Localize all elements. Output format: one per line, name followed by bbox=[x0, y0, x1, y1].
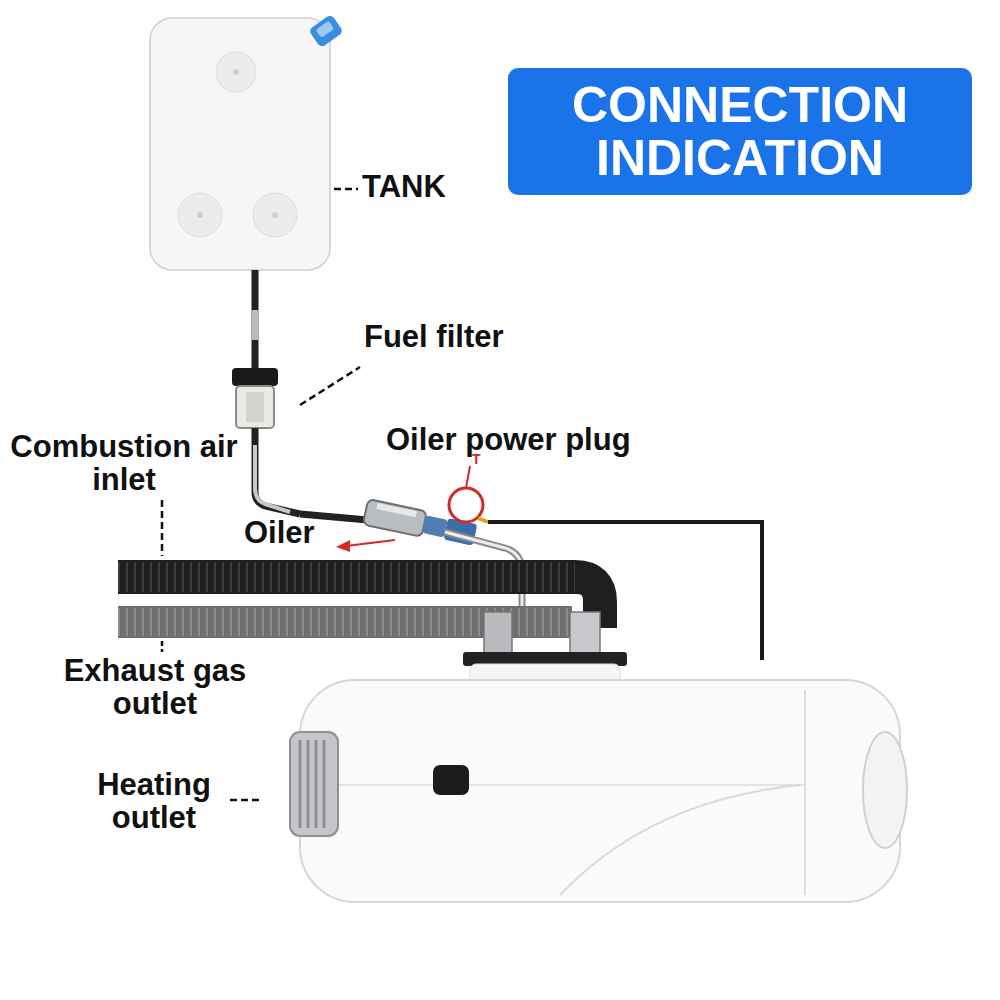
marker-letter: T bbox=[472, 452, 492, 467]
part-label: Oiler power plug bbox=[386, 423, 706, 456]
part-label: Fuel filter bbox=[364, 320, 564, 353]
part-label: Combustion air inlet bbox=[6, 430, 242, 497]
title-banner: CONNECTION INDICATION bbox=[508, 68, 972, 195]
part-label: Exhaust gas outlet bbox=[60, 654, 250, 721]
title-text: CONNECTION INDICATION bbox=[525, 79, 955, 185]
part-label: Heating outlet bbox=[76, 768, 232, 835]
part-label: Oiler bbox=[244, 516, 344, 549]
part-label: TANK bbox=[362, 170, 492, 203]
